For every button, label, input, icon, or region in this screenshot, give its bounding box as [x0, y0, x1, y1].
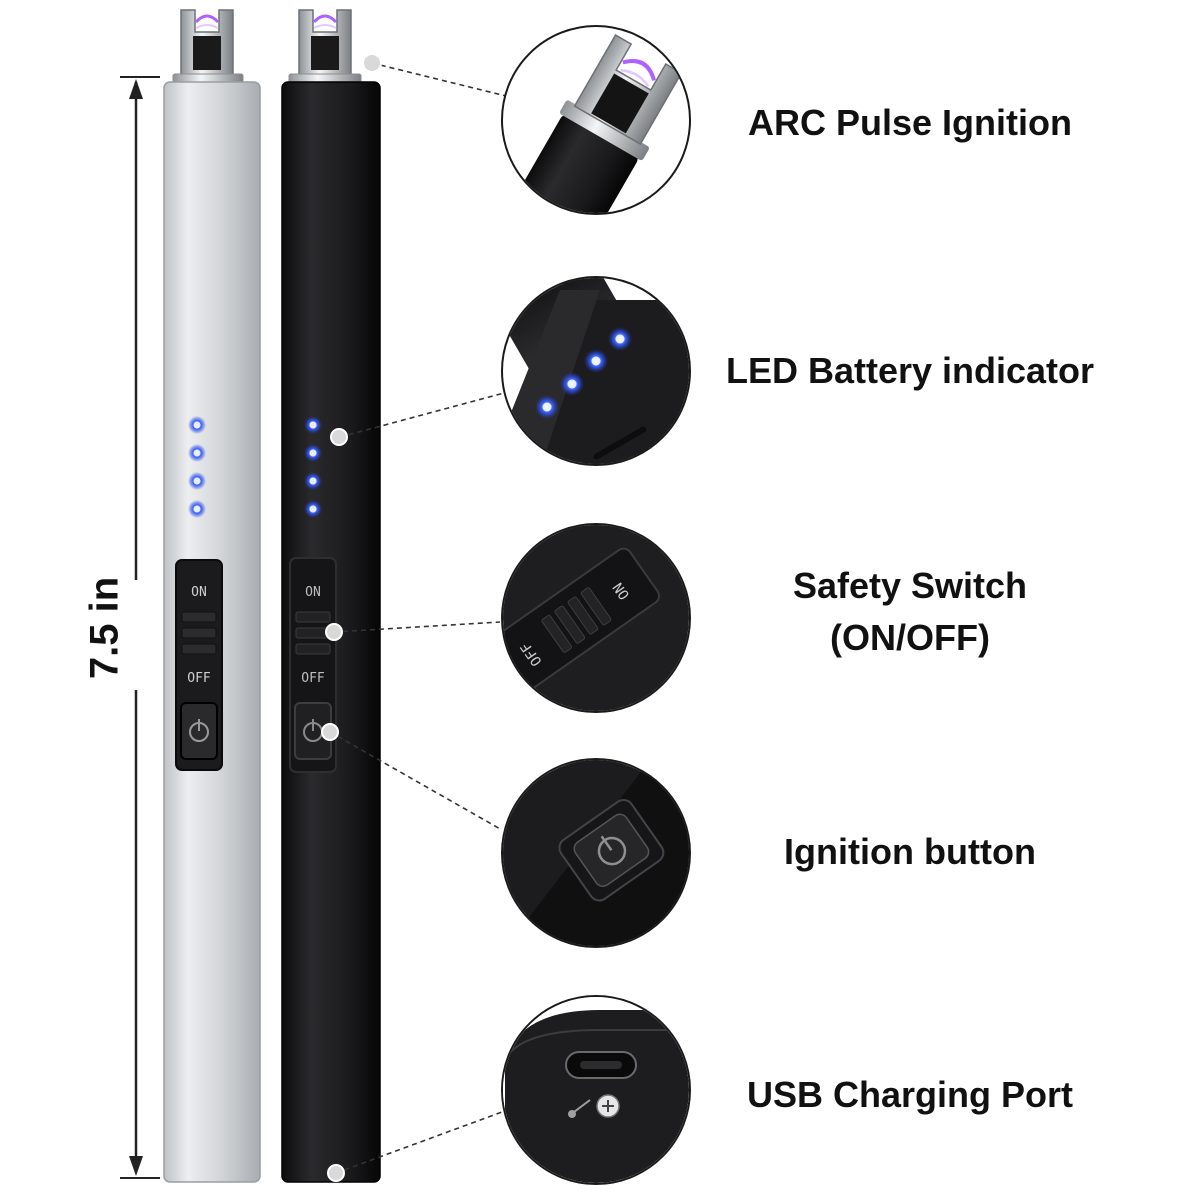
switch-on-label: ON	[305, 585, 321, 600]
black-lighter: ON OFF	[281, 9, 381, 1183]
length-text: 7.5 in	[82, 576, 127, 680]
led-indicator	[304, 416, 322, 518]
zoom-ignition-button	[501, 758, 691, 948]
switch-on-label: ON	[191, 585, 207, 600]
switch-off-label: OFF	[301, 671, 325, 686]
switch-off-label: OFF	[187, 671, 211, 686]
arc-spark-icon	[312, 14, 338, 24]
callout-points	[321, 53, 382, 1182]
safety-switch-label: Safety Switch (ON/OFF)	[700, 560, 1120, 664]
silver-lighter: ON OFF	[163, 9, 261, 1183]
zoom-safety-switch: OFF ON	[501, 523, 691, 713]
safety-switch-line2: (ON/OFF)	[830, 617, 990, 658]
led-indicator-label: LED Battery indicator	[725, 350, 1095, 391]
arc-spark-icon	[194, 14, 220, 24]
zoom-arc-head	[501, 25, 691, 215]
safety-switch: ON OFF	[289, 557, 337, 773]
leader-lines	[329, 62, 507, 1174]
usb-icon	[568, 1099, 591, 1118]
ignition-button-label: Ignition button	[784, 831, 1036, 872]
arc-head	[288, 9, 362, 85]
safety-switch: ON OFF	[175, 559, 223, 771]
power-icon	[597, 835, 627, 866]
usb-port-label: USB Charging Port	[746, 1074, 1073, 1115]
led-indicator	[188, 416, 206, 518]
arc-ignition-label: ARC Pulse Ignition	[748, 102, 1072, 143]
zoom-on-label: ON	[610, 579, 633, 602]
arc-head	[172, 9, 244, 85]
dimension-arrow	[120, 76, 160, 1179]
zoom-usb-port	[501, 995, 691, 1185]
zoom-led-indicator	[501, 276, 691, 466]
safety-switch-line1: Safety Switch	[792, 565, 1028, 606]
power-icon	[189, 719, 209, 742]
